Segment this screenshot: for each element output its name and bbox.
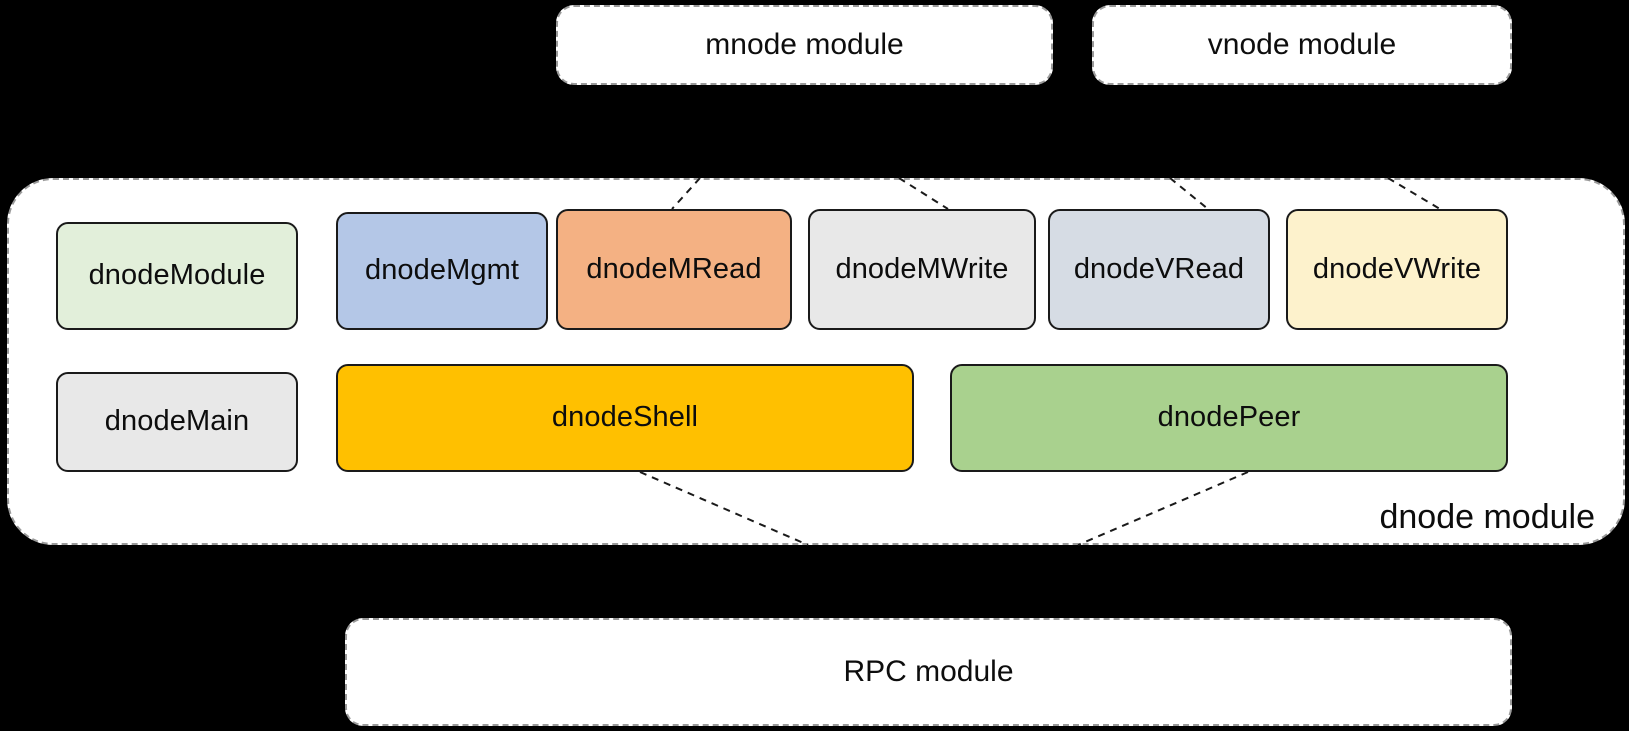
node-label: dnodeVRead — [1073, 252, 1245, 285]
node-label: dnodeMWrite — [835, 252, 1009, 285]
node-dnodePeer[interactable]: dnodePeer — [950, 364, 1508, 472]
node-label: dnodePeer — [1157, 401, 1301, 434]
node-dnodeMain[interactable]: dnodeMain — [56, 372, 298, 472]
node-label: dnodeVWrite — [1312, 252, 1482, 285]
node-label: dnodeModule — [88, 259, 266, 292]
node-dnodeMRead[interactable]: dnodeMRead — [556, 209, 792, 330]
module-label: RPC module — [843, 655, 1014, 688]
module-box-vnode-module[interactable]: vnode module — [1092, 5, 1512, 85]
module-box-mnode-module[interactable]: mnode module — [556, 5, 1053, 85]
node-dnodeModule[interactable]: dnodeModule — [56, 222, 298, 330]
node-dnodeShell[interactable]: dnodeShell — [336, 364, 914, 472]
node-dnodeVWrite[interactable]: dnodeVWrite — [1286, 209, 1508, 330]
node-dnodeMgmt[interactable]: dnodeMgmt — [336, 212, 548, 330]
module-label: mnode module — [705, 28, 904, 61]
node-label: dnodeMRead — [586, 252, 762, 285]
node-dnodeVRead[interactable]: dnodeVRead — [1048, 209, 1270, 330]
module-box-rpc-module[interactable]: RPC module — [345, 618, 1512, 726]
node-label: dnodeMgmt — [364, 254, 520, 287]
node-label: dnodeMain — [104, 405, 250, 438]
module-label: vnode module — [1207, 28, 1397, 61]
node-dnodeMWrite[interactable]: dnodeMWrite — [808, 209, 1036, 330]
node-label: dnodeShell — [551, 401, 699, 434]
dnode-module-label: dnode module — [1379, 498, 1595, 536]
